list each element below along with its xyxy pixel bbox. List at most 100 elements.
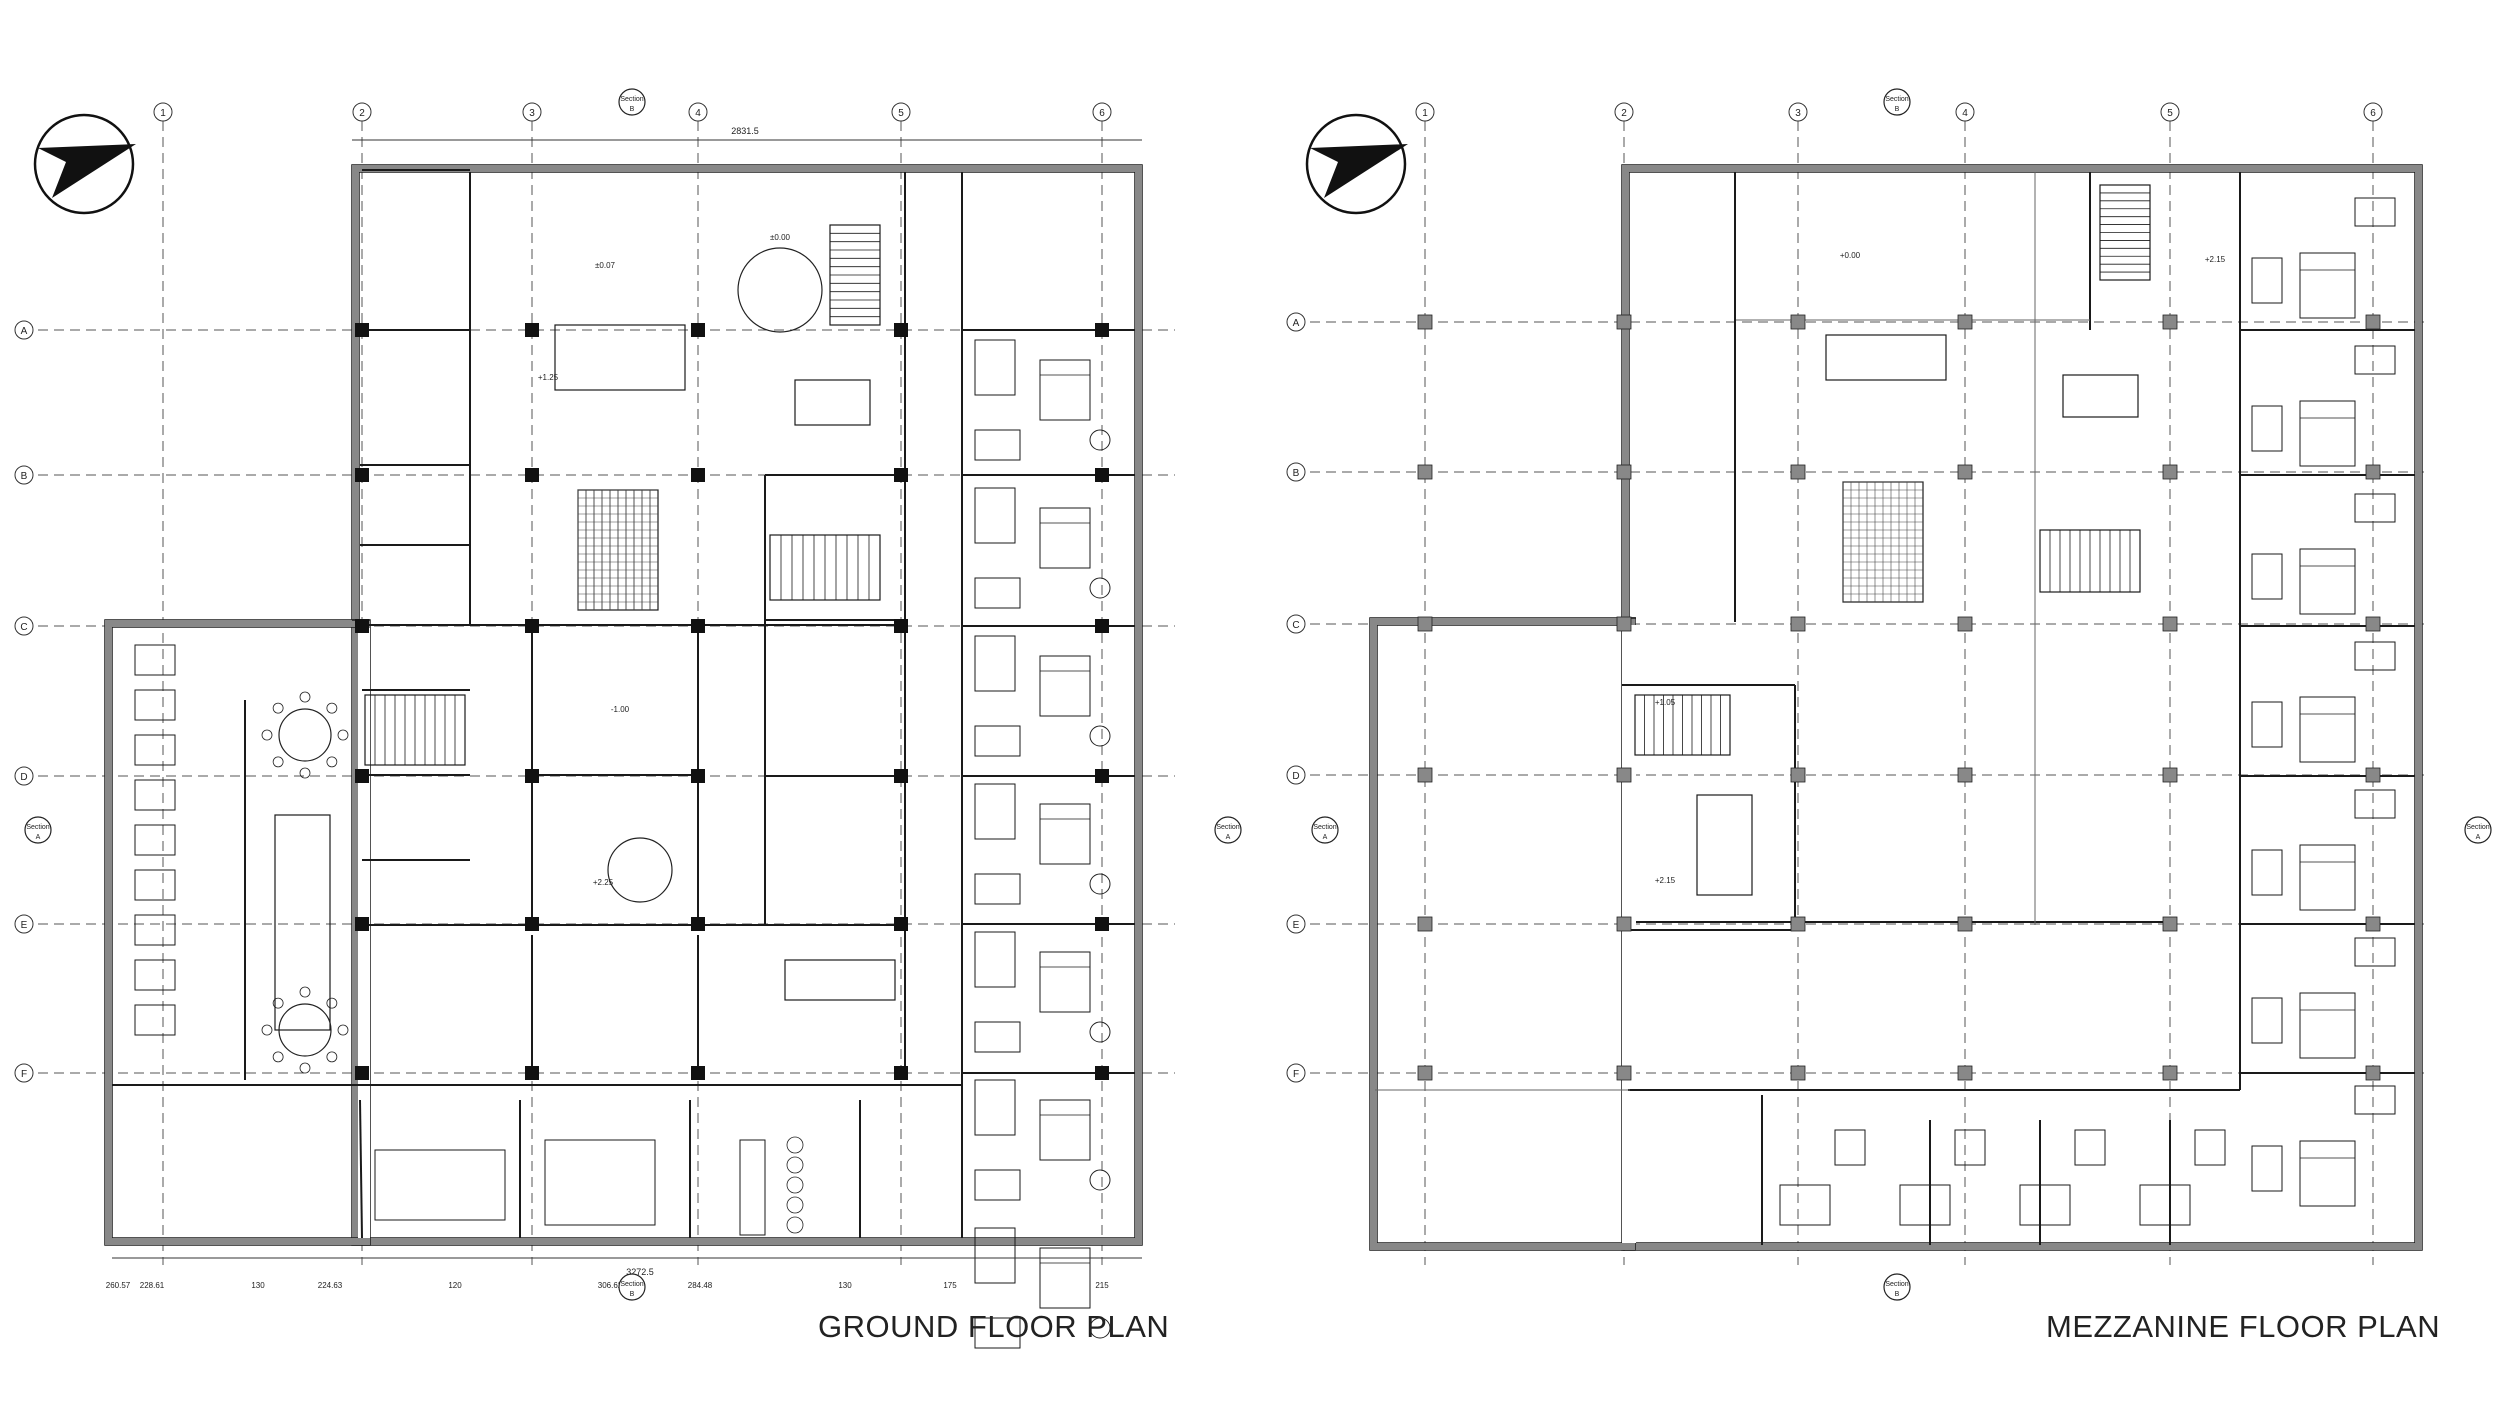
mezz-column: [1957, 767, 1973, 783]
ground-column: [525, 323, 539, 337]
ground-column: [525, 769, 539, 783]
ground-dim-bottom-label: 3272.5: [626, 1267, 654, 1277]
mezz-column: [2162, 1065, 2178, 1081]
ground-sink: [786, 1196, 804, 1214]
section-mark-tag: B: [1895, 106, 1900, 113]
north-arrow-mezzanine: [1305, 113, 1408, 215]
mezzanine-floor-plan: [1369, 164, 2423, 1251]
grid-bubble-col: [153, 102, 173, 122]
ground-sink: [786, 1216, 804, 1234]
grid-bubble-row: [14, 465, 34, 485]
north-arrow-ground: [33, 113, 136, 215]
grid-label-row: A: [1293, 318, 1300, 329]
ground-column: [894, 323, 908, 337]
ground-guest-room: [974, 487, 1111, 609]
grid-label-col: 1: [160, 108, 166, 119]
ground-column: [355, 917, 369, 931]
ground-guest-room: [974, 783, 1111, 905]
ground-column: [1095, 619, 1109, 633]
grid-bubble-row: [1286, 614, 1306, 634]
grid-bubble-col: [1415, 102, 1435, 122]
grid-label-row: D: [1292, 771, 1299, 782]
ground-table: [794, 379, 871, 426]
mezz-column: [2365, 1065, 2381, 1081]
mezz-column: [2162, 616, 2178, 632]
mezz-column: [1616, 1065, 1632, 1081]
grid-label-row: C: [1292, 620, 1299, 631]
ground-workstation: [134, 824, 176, 856]
ground-column: [894, 1066, 908, 1080]
ground-dim-segment: 224.63: [318, 1281, 343, 1290]
ground-workstation: [134, 644, 176, 676]
mezz-column: [1417, 464, 1433, 480]
grid-bubble-row: [14, 320, 34, 340]
ground-workstation: [134, 734, 176, 766]
mezz-column: [2365, 916, 2381, 932]
mezz-column: [2162, 464, 2178, 480]
ground-column: [1095, 917, 1109, 931]
ground-dim-top-label: 2831.5: [731, 126, 759, 136]
ground-floor-title: GROUND FLOOR PLAN: [818, 1309, 1170, 1344]
ground-stair-north: [829, 224, 881, 326]
grid-label-col: 2: [1621, 108, 1627, 119]
ground-column: [1095, 468, 1109, 482]
ground-atrium-hatch: [577, 489, 659, 611]
mezz-guest-room: [2251, 789, 2396, 911]
section-mark-tag: A: [1323, 834, 1328, 841]
section-mark-tag: B: [1895, 1291, 1900, 1298]
section-mark-tag: B: [630, 1291, 635, 1298]
mezz-level-mark: +2.15: [1655, 876, 1676, 885]
grid-bubble-col: [352, 102, 372, 122]
ground-column: [691, 468, 705, 482]
ground-level-mark: +1.25: [538, 373, 559, 382]
section-mark-label: Section: [1885, 1281, 1908, 1288]
mezz-column: [1957, 314, 1973, 330]
mezz-stair-north: [2099, 184, 2151, 281]
ground-workstation: [134, 959, 176, 991]
grid-label-col: 2: [359, 108, 365, 119]
ground-guest-room: [974, 1079, 1111, 1201]
mezz-column: [1790, 616, 1806, 632]
ground-stair-west: [364, 694, 466, 766]
ground-level-mark: +2.25: [593, 878, 614, 887]
ground-dim-segment: 130: [838, 1281, 852, 1290]
ground-round-table: [278, 708, 332, 762]
mezz-level-mark: +1.05: [1655, 698, 1676, 707]
mezz-level-mark: +2.15: [2205, 255, 2226, 264]
ground-column: [525, 619, 539, 633]
grid-label-row: B: [1293, 468, 1300, 479]
ground-column: [355, 619, 369, 633]
grid-bubble-row: [14, 914, 34, 934]
ground-lounge-room: [544, 1139, 656, 1226]
mezz-column: [1790, 464, 1806, 480]
ground-reception-desk: [554, 324, 686, 391]
section-mark-tag: A: [36, 834, 41, 841]
ground-dim-segment: 215: [1095, 1281, 1109, 1290]
ground-guest-room: [974, 339, 1111, 461]
ground-column: [355, 1066, 369, 1080]
mezz-column: [2365, 616, 2381, 632]
ground-column: [1095, 323, 1109, 337]
mezz-south-room: [2139, 1129, 2226, 1226]
mezz-stair-west: [1634, 694, 1731, 756]
ground-dim-segment: 130: [251, 1281, 265, 1290]
grid-bubble-col: [2363, 102, 2383, 122]
mezz-column: [1417, 314, 1433, 330]
grid-label-row: A: [21, 326, 28, 337]
mezz-guest-room: [2251, 345, 2396, 467]
mezz-column: [2162, 767, 2178, 783]
ground-meeting-table: [274, 814, 331, 1031]
ground-kitchen: [374, 1149, 506, 1221]
grid-label-row: F: [1293, 1069, 1299, 1080]
grid-bubble-col: [891, 102, 911, 122]
mezz-column: [2162, 916, 2178, 932]
grid-label-col: 3: [529, 108, 535, 119]
ground-sink: [786, 1136, 804, 1154]
grid-label-row: E: [21, 920, 28, 931]
mezzanine-floor-title: MEZZANINE FLOOR PLAN: [2046, 1309, 2441, 1344]
ground-workstation: [134, 689, 176, 721]
mezz-outer-wall-west-wing: [1369, 617, 1636, 1251]
